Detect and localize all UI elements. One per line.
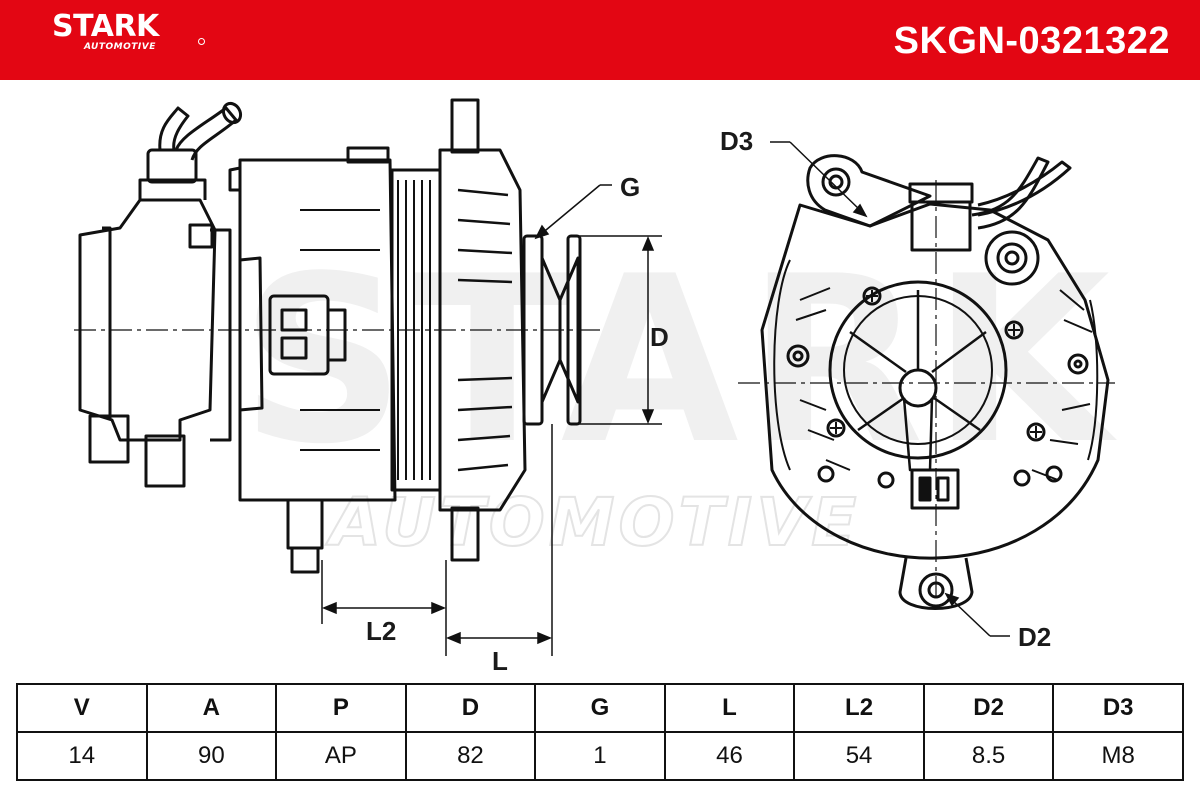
technical-drawing: STARK AUTOMOTIVE — [0, 80, 1200, 680]
spec-value-row: 14 90 AP 82 1 46 54 8.5 M8 — [16, 731, 1184, 781]
spec-header-l: L — [663, 683, 796, 733]
label-l2: L2 — [366, 616, 396, 646]
spec-value-p: AP — [275, 731, 407, 781]
alternator-front-view — [738, 154, 1115, 610]
spec-header-g: G — [534, 683, 666, 733]
watermark-stark: STARK — [240, 228, 1118, 495]
spec-value-l: 46 — [663, 731, 796, 781]
spec-header-d: D — [404, 683, 537, 733]
dimension-lines — [321, 184, 662, 656]
label-d2: D2 — [1018, 622, 1051, 652]
spec-header-p: P — [275, 683, 407, 733]
brand-name: STARK — [52, 9, 159, 44]
spec-header-d3: D3 — [1052, 683, 1184, 733]
spec-header-v: V — [16, 683, 148, 733]
watermark-automotive: AUTOMOTIVE — [325, 484, 860, 561]
spec-value-v: 14 — [16, 731, 148, 781]
brand-logo: STARK AUTOMOTIVE — [52, 9, 159, 53]
spec-value-d2: 8.5 — [922, 731, 1055, 781]
label-d: D — [650, 322, 669, 352]
alternator-side-view — [74, 98, 600, 574]
label-g: G — [620, 172, 640, 202]
spec-header-a: A — [145, 683, 278, 733]
spec-header-d2: D2 — [922, 683, 1055, 733]
spec-header-l2: L2 — [793, 683, 925, 733]
spec-value-d: 82 — [404, 731, 537, 781]
spec-header-row: V A P D G L L2 D2 D3 — [16, 683, 1184, 733]
registered-mark-icon — [198, 38, 205, 45]
part-code: SKGN-0321322 — [893, 20, 1170, 62]
spec-value-d3: M8 — [1052, 731, 1184, 781]
label-d3: D3 — [720, 126, 753, 156]
front-leader-lines — [770, 141, 1010, 637]
label-l: L — [492, 646, 508, 676]
spec-value-l2: 54 — [793, 731, 925, 781]
header-bar: STARK AUTOMOTIVE SKGN-0321322 — [0, 0, 1200, 80]
spec-value-a: 90 — [145, 731, 278, 781]
brand-subtitle: AUTOMOTIVE — [84, 42, 156, 52]
spec-value-g: 1 — [534, 731, 666, 781]
drawing-svg: STARK AUTOMOTIVE — [74, 98, 1118, 676]
spec-table: V A P D G L L2 D2 D3 14 90 AP 82 1 46 54… — [16, 683, 1184, 781]
